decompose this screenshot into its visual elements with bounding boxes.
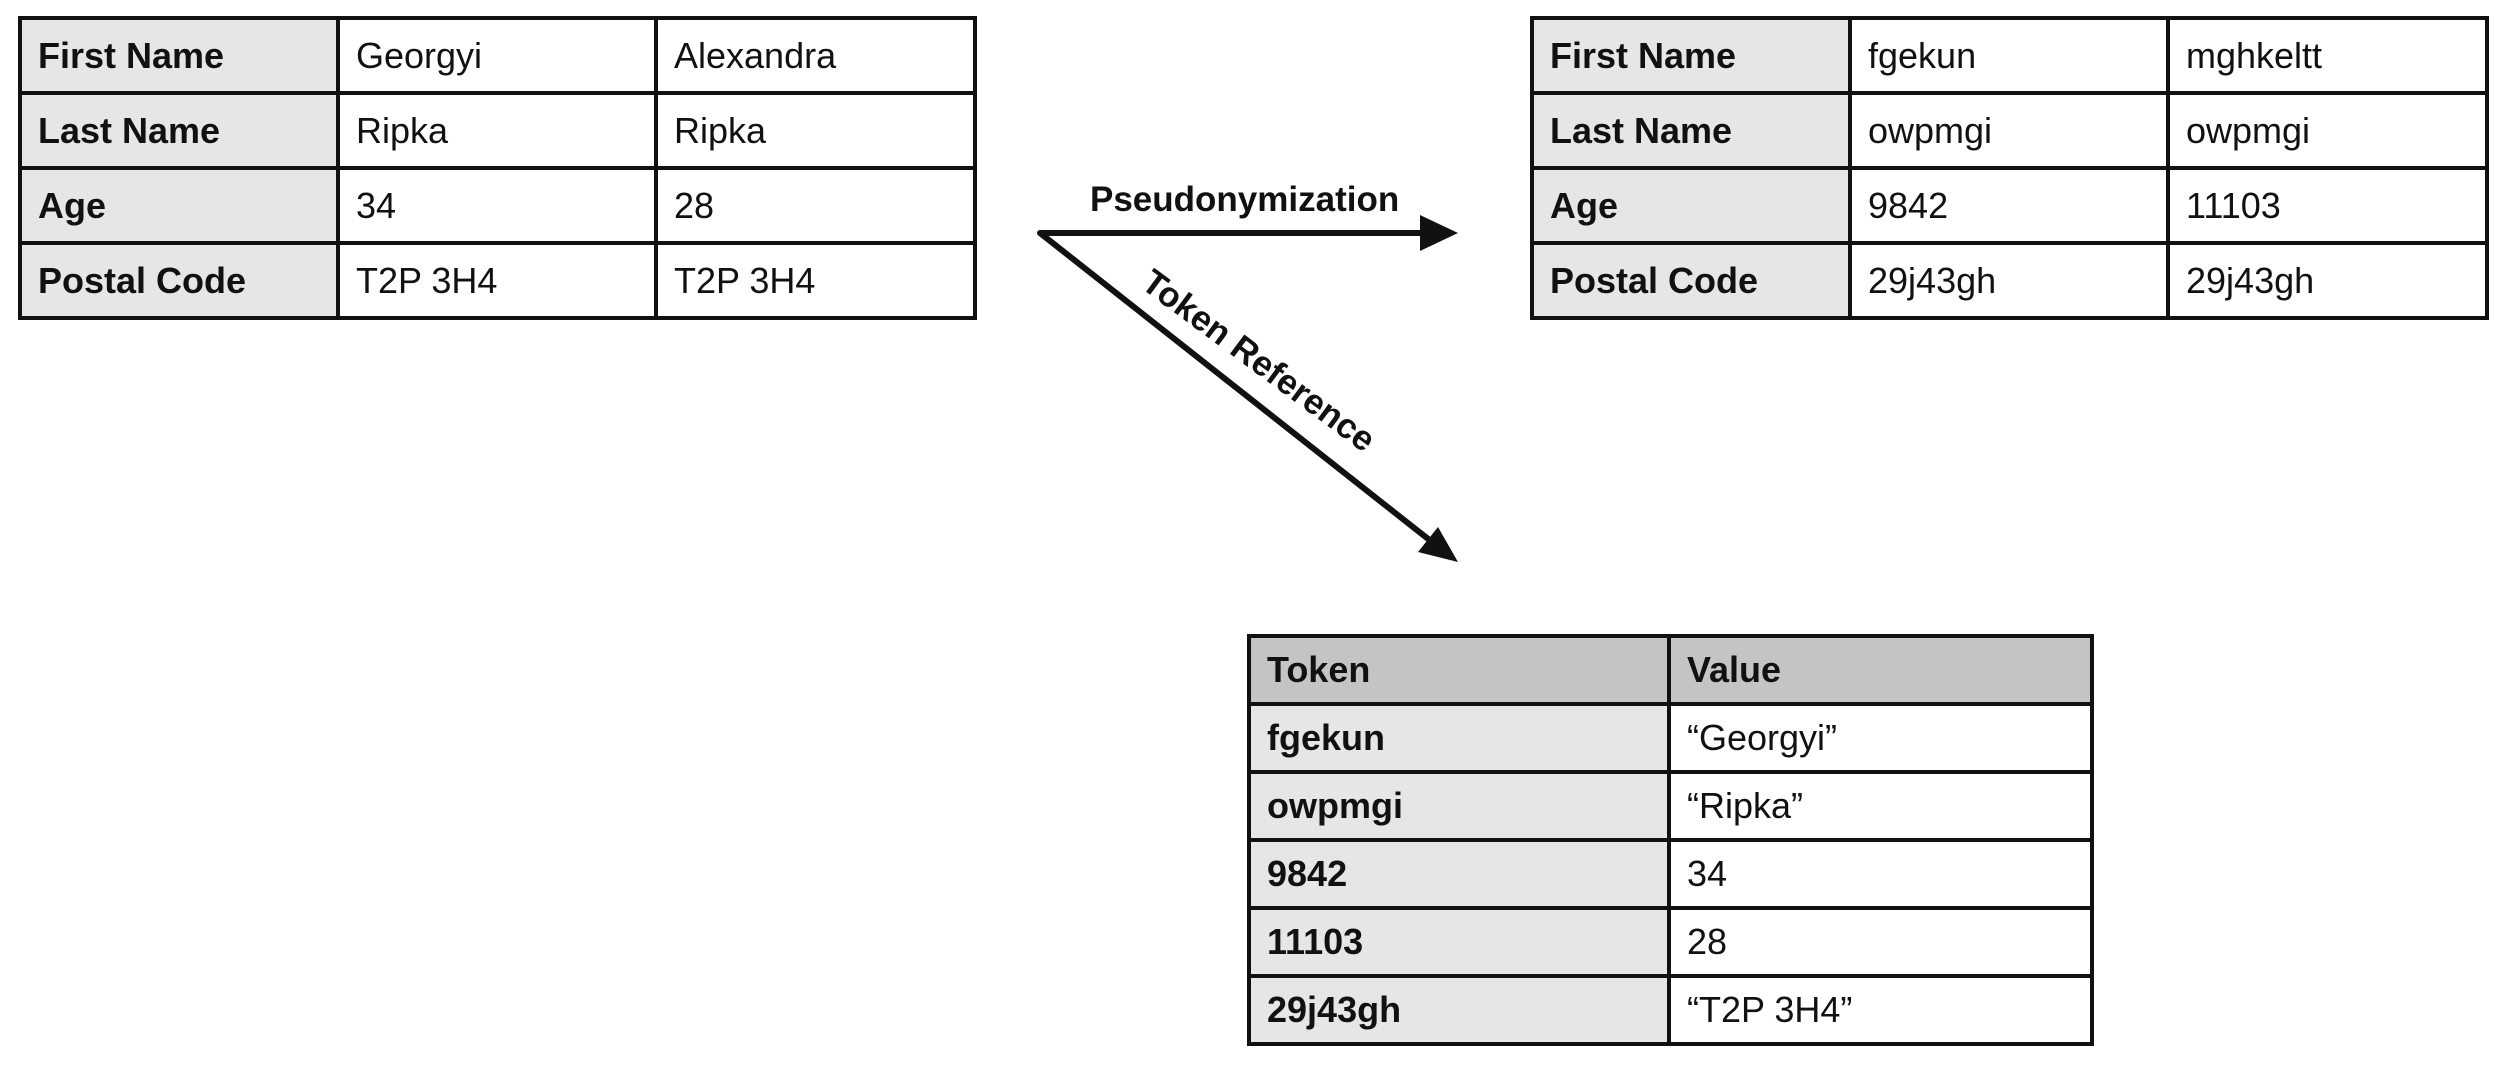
row-label: Age: [18, 166, 340, 245]
row-label: Last Name: [1530, 91, 1852, 170]
cell-value: fgekun: [1848, 16, 2170, 95]
cell-value: Ripka: [654, 91, 977, 170]
cell-value: 9842: [1848, 166, 2170, 245]
table-row: Last Name owpmgi owpmgi: [1530, 91, 2489, 170]
row-label: Age: [1530, 166, 1852, 245]
column-header-value: Value: [1667, 634, 2094, 706]
table-row: Last Name Ripka Ripka: [18, 91, 977, 170]
cell-value: Ripka: [336, 91, 658, 170]
value-cell: 34: [1667, 838, 2094, 910]
cell-value: T2P 3H4: [336, 241, 658, 320]
table-row: Postal Code 29j43gh 29j43gh: [1530, 241, 2489, 320]
token-cell: owpmgi: [1247, 770, 1671, 842]
token-reference-arrow-shaft: [1037, 230, 1435, 545]
row-label: Last Name: [18, 91, 340, 170]
table-row: Age 34 28: [18, 166, 977, 245]
cell-value: 11103: [2166, 166, 2489, 245]
original-data-table: First Name Georgyi Alexandra Last Name R…: [18, 16, 977, 320]
value-cell: 28: [1667, 906, 2094, 978]
value-cell: “T2P 3H4”: [1667, 974, 2094, 1046]
token-reference-table: Token Value fgekun “Georgyi” owpmgi “Rip…: [1247, 634, 2094, 1046]
cell-value: 29j43gh: [1848, 241, 2170, 320]
table-row: 9842 34: [1247, 838, 2094, 910]
table-row: fgekun “Georgyi”: [1247, 702, 2094, 774]
table-row: Age 9842 11103: [1530, 166, 2489, 245]
token-cell: 11103: [1247, 906, 1671, 978]
cell-value: 34: [336, 166, 658, 245]
table-row: Postal Code T2P 3H4 T2P 3H4: [18, 241, 977, 320]
table-row: First Name fgekun mghkeltt: [1530, 16, 2489, 95]
cell-value: 28: [654, 166, 977, 245]
table-header-row: Token Value: [1247, 634, 2094, 706]
cell-value: mghkeltt: [2166, 16, 2489, 95]
token-reference-arrowhead: [1418, 527, 1458, 562]
row-label: First Name: [1530, 16, 1852, 95]
cell-value: Georgyi: [336, 16, 658, 95]
value-cell: “Georgyi”: [1667, 702, 2094, 774]
row-label: First Name: [18, 16, 340, 95]
cell-value: Alexandra: [654, 16, 977, 95]
token-cell: fgekun: [1247, 702, 1671, 774]
value-cell: “Ripka”: [1667, 770, 2094, 842]
table-row: owpmgi “Ripka”: [1247, 770, 2094, 842]
row-label: Postal Code: [1530, 241, 1852, 320]
table-row: First Name Georgyi Alexandra: [18, 16, 977, 95]
cell-value: 29j43gh: [2166, 241, 2489, 320]
token-cell: 9842: [1247, 838, 1671, 910]
pseudonymization-arrowhead: [1420, 215, 1458, 251]
pseudonymization-label: Pseudonymization: [1090, 180, 1400, 219]
cell-value: owpmgi: [1848, 91, 2170, 170]
cell-value: owpmgi: [2166, 91, 2489, 170]
table-row: 11103 28: [1247, 906, 2094, 978]
token-cell: 29j43gh: [1247, 974, 1671, 1046]
cell-value: T2P 3H4: [654, 241, 977, 320]
row-label: Postal Code: [18, 241, 340, 320]
column-header-token: Token: [1247, 634, 1671, 706]
table-row: 29j43gh “T2P 3H4”: [1247, 974, 2094, 1046]
pseudonymized-data-table: First Name fgekun mghkeltt Last Name owp…: [1530, 16, 2489, 320]
